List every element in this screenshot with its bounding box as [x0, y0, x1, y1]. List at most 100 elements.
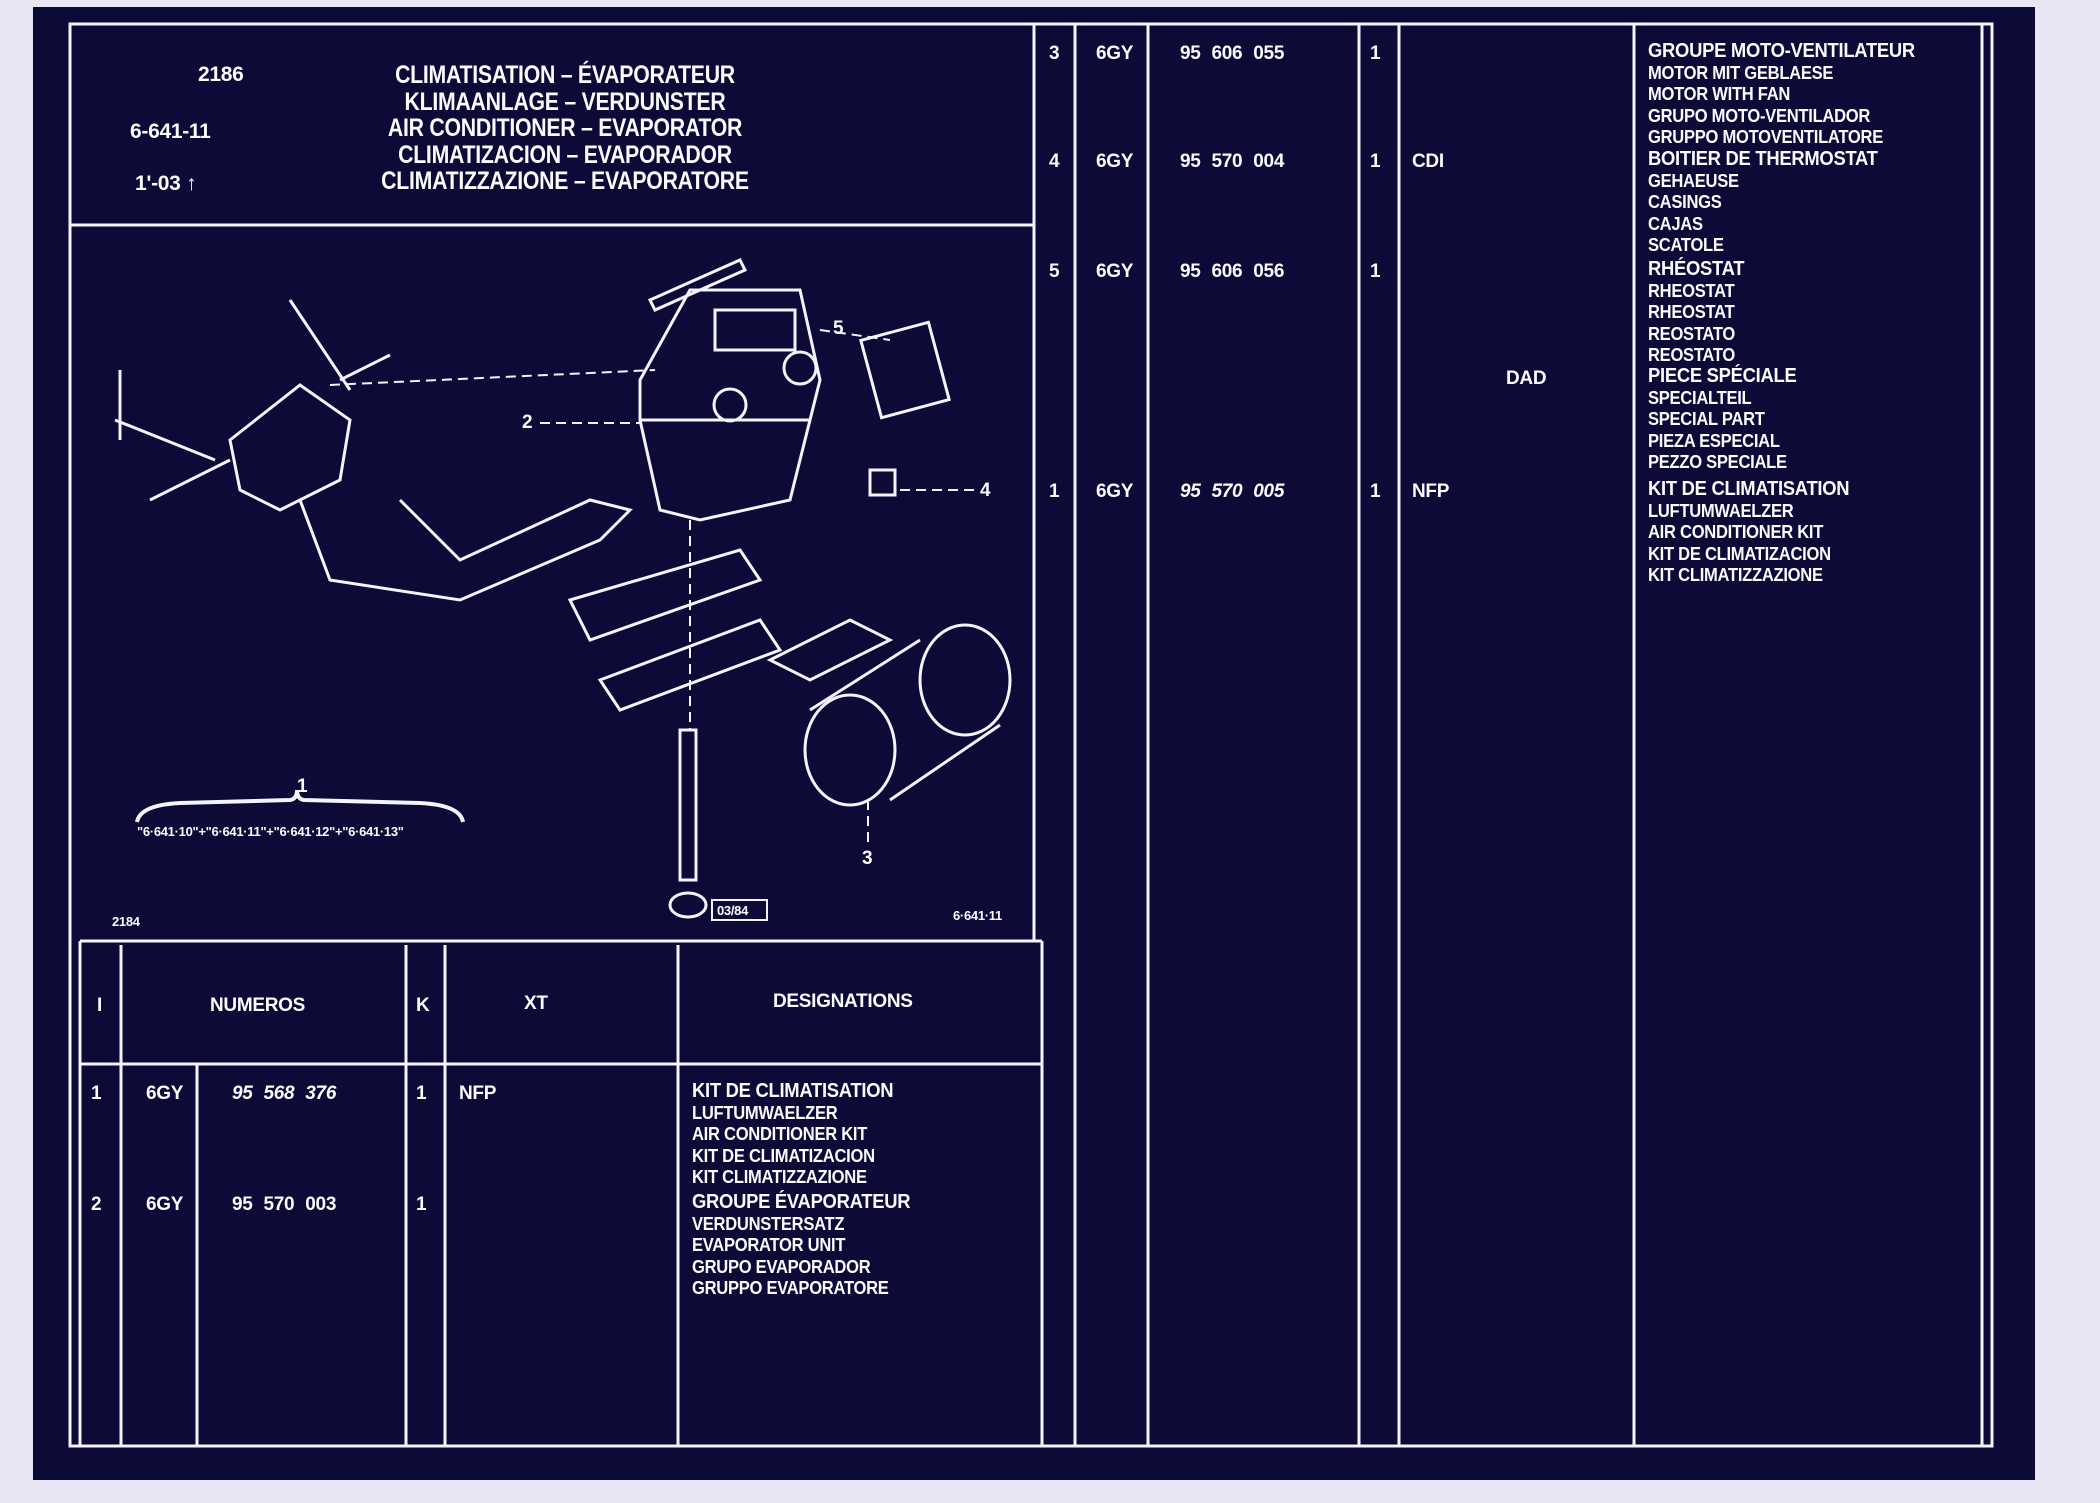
reference-code: 6-641-11 — [130, 120, 211, 143]
designation-line: GEHAEUSE — [1648, 170, 1739, 191]
designation-line: MOTOR WITH FAN — [1648, 84, 1791, 105]
designation-line: KIT DE CLIMATIZACION — [1648, 543, 1831, 564]
row-index: 4 — [1049, 151, 1060, 172]
designation-line: GROUPE MOTO-VENTILATEUR — [1648, 40, 1915, 62]
figure-reference: 6·641·11 — [953, 908, 1002, 923]
thermostat-box — [859, 320, 951, 420]
leader-lines — [329, 329, 975, 848]
designation-line: CASINGS — [1648, 192, 1722, 213]
part-prefix: 6GY — [1096, 43, 1134, 64]
title-de: KLIMAANLAGE – VERDUNSTER — [404, 87, 726, 116]
designation-line: GRUPPO MOTOVENTILATORE — [1648, 127, 1883, 148]
xt-code: NFP — [1412, 481, 1450, 502]
evaporator-housing — [638, 288, 822, 522]
designation-line: EVAPORATOR UNIT — [692, 1235, 846, 1256]
designation-line: GRUPO MOTO-VENTILADOR — [1648, 105, 1871, 126]
header-designations: DESIGNATIONS — [773, 991, 913, 1012]
row-index: 1 — [1049, 481, 1060, 502]
date-stamp: 03/84 — [717, 903, 749, 918]
filter-bar — [647, 258, 748, 312]
part-prefix: 6GY — [146, 1194, 184, 1215]
part-prefix: 6GY — [146, 1083, 184, 1104]
row-index: 3 — [1049, 43, 1060, 64]
designation-line: GRUPO EVAPORADOR — [692, 1256, 871, 1277]
designation-line: SPECIALTEIL — [1648, 387, 1752, 408]
designation-line: AIR CONDITIONER KIT — [1648, 522, 1824, 543]
quantity: 1 — [416, 1194, 427, 1215]
row-index: 1 — [91, 1083, 102, 1104]
designation-line: PEZZO SPECIALE — [1648, 452, 1787, 473]
page-number: 2186 — [198, 63, 244, 86]
part-prefix: 6GY — [1096, 481, 1134, 502]
quantity: 1 — [1370, 43, 1381, 64]
air-duct — [228, 383, 633, 602]
blower-motor — [766, 618, 1012, 807]
designation-line: RHEOSTAT — [1648, 280, 1735, 301]
version-code: 1'-03 ↑ — [135, 172, 197, 196]
xt-code: DAD — [1506, 368, 1547, 389]
title-en: AIR CONDITIONER – EVAPORATOR — [387, 114, 743, 142]
designation-line: KIT DE CLIMATISATION — [1648, 478, 1850, 500]
designation-line: AIR CONDITIONER KIT — [692, 1124, 868, 1145]
designation-line: CAJAS — [1648, 213, 1703, 234]
callout-1: 1 — [297, 776, 308, 797]
row-index: 5 — [1049, 261, 1060, 282]
header-numeros: NUMEROS — [210, 995, 306, 1016]
designation-line: PIECE SPÉCIALE — [1648, 365, 1797, 387]
quantity: 1 — [1370, 481, 1381, 502]
designation-line: KIT CLIMATIZZAZIONE — [692, 1167, 867, 1188]
designation-line: LUFTUMWAELZER — [1648, 500, 1794, 521]
xt-code: CDI — [1412, 151, 1444, 172]
designation-line: GRUPPO EVAPORATORE — [692, 1278, 889, 1299]
designation-line: KIT CLIMATIZZAZIONE — [1648, 565, 1823, 586]
designation-line: SPECIAL PART — [1648, 409, 1765, 430]
header-index: I — [97, 995, 102, 1016]
title-es: CLIMATIZACION – EVAPORADOR — [398, 140, 732, 169]
title-it: CLIMATIZZAZIONE – EVAPORATORE — [381, 167, 749, 195]
callout-2: 2 — [522, 412, 533, 433]
quantity: 1 — [416, 1083, 427, 1104]
quantity: 1 — [1370, 261, 1381, 282]
arrow-up-icon: ↑ — [186, 172, 197, 195]
designation-line: RHEOSTAT — [1648, 302, 1735, 323]
drawing-number: 2184 — [112, 914, 140, 929]
designation-line: BOITIER DE THERMOSTAT — [1648, 148, 1878, 170]
designation-line: LUFTUMWAELZER — [692, 1102, 838, 1123]
callout-5: 5 — [833, 318, 844, 339]
designation-line: KIT DE CLIMATIZACION — [692, 1145, 875, 1166]
callout-3: 3 — [862, 848, 873, 869]
header-k: K — [416, 995, 430, 1016]
part-prefix: 6GY — [1096, 261, 1134, 282]
designation-line: REOSTATO — [1648, 345, 1736, 366]
title-fr: CLIMATISATION – ÉVAPORATEUR — [395, 61, 735, 89]
version-label: 1'-03 — [135, 172, 181, 195]
callout-4: 4 — [980, 480, 991, 501]
quantity: 1 — [1370, 151, 1381, 172]
part-number: 95 570 004 — [1180, 151, 1285, 172]
part-number: 95 570 005 — [1180, 481, 1285, 502]
group-brace — [135, 789, 465, 823]
part-number: 95 568 376 — [232, 1083, 337, 1104]
group-references: "6·641·10"+"6·641·11"+"6·641·12"+"6·641·… — [137, 824, 404, 839]
designation-line: PIEZA ESPECIAL — [1648, 430, 1780, 451]
designation-line: VERDUNSTERSATZ — [692, 1213, 845, 1234]
part-prefix: 6GY — [1096, 151, 1134, 172]
part-number: 95 570 003 — [232, 1194, 337, 1215]
linkage-rods — [114, 299, 391, 502]
xt-code: NFP — [459, 1083, 497, 1104]
designation-line: SCATOLE — [1648, 235, 1724, 256]
designation-line: RHÉOSTAT — [1648, 258, 1745, 280]
designation-line: GROUPE ÉVAPORATEUR — [692, 1191, 911, 1213]
designation-line: MOTOR MIT GEBLAESE — [1648, 62, 1834, 83]
duct-outlets — [567, 548, 783, 712]
rheostat — [868, 468, 897, 497]
